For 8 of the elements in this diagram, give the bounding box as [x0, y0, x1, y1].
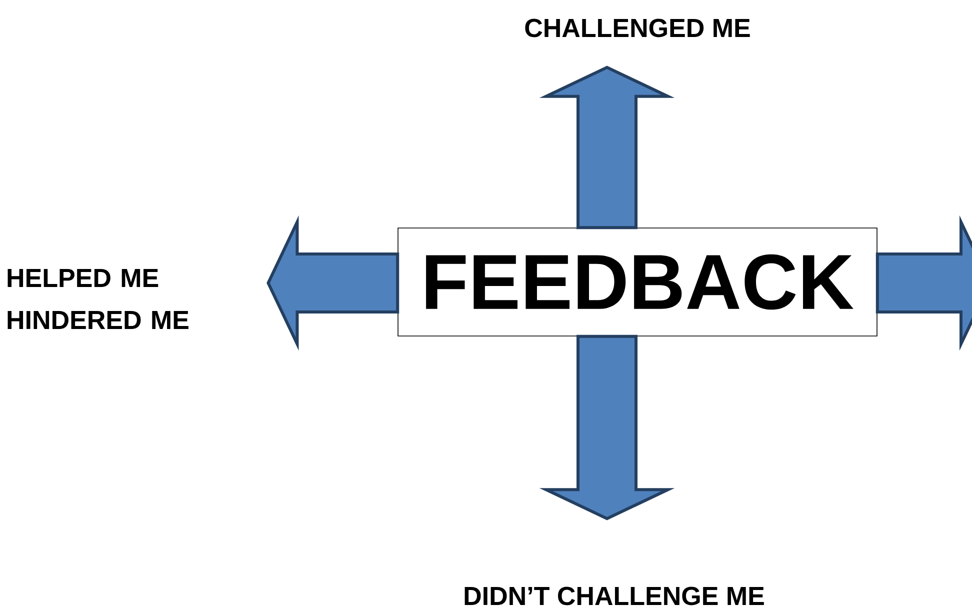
block-arrow: [539, 66, 675, 230]
block-arrow: [876, 215, 972, 351]
direction-label: HELPED ME HINDERED ME: [8, 269, 188, 329]
direction-label: CHALLENGED ME: [525, 18, 750, 38]
direction-label: DIDN’T CHALLENGE ME: [464, 586, 764, 606]
block-arrow: [266, 215, 400, 351]
block-arrow: [539, 334, 675, 520]
feedback-box: FEEDBACK: [398, 228, 878, 336]
